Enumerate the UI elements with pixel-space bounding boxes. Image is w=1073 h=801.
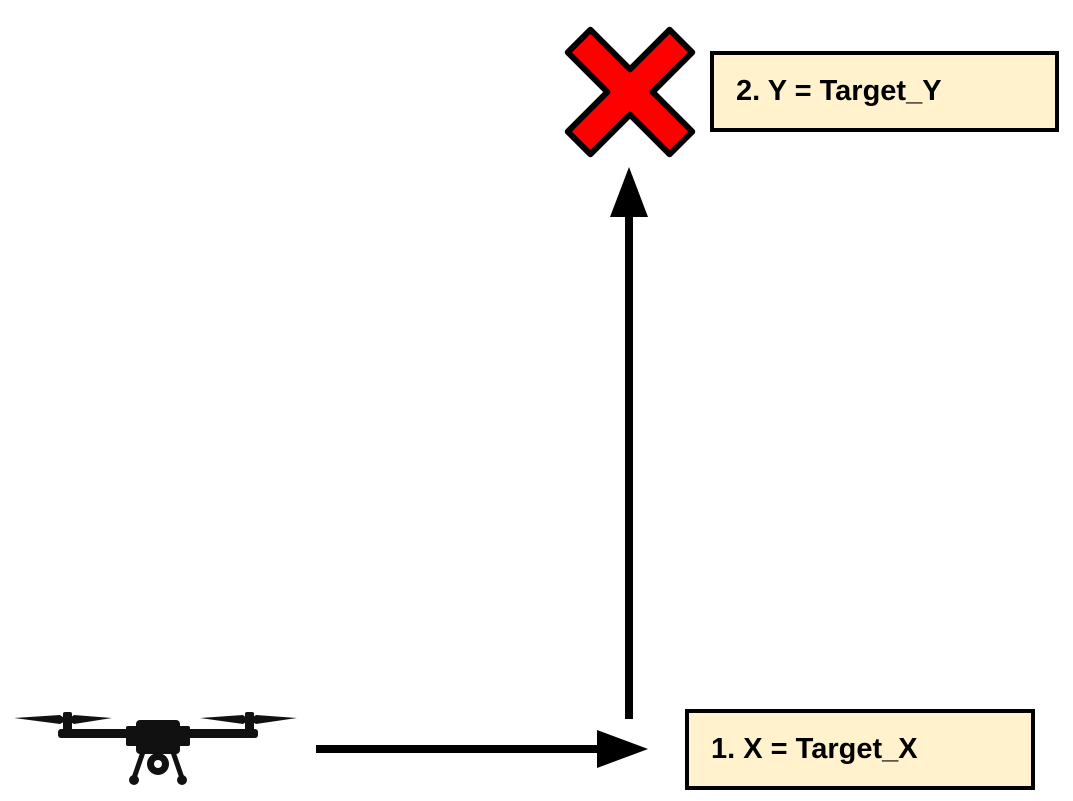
x-mark-icon	[564, 26, 696, 158]
step-1-label: 1. X = Target_X	[711, 733, 918, 765]
arrow-x-head	[597, 730, 648, 768]
step-1-label-box: 1. X = Target_X	[685, 709, 1035, 790]
step-2-label: 2. Y = Target_Y	[736, 75, 942, 107]
x-mark-shape	[564, 26, 696, 158]
drone-icon	[14, 712, 297, 785]
arrow-to-target-x	[316, 730, 648, 768]
arrow-y-head	[610, 167, 648, 217]
arrow-to-target-y	[610, 167, 648, 719]
step-2-label-box: 2. Y = Target_Y	[710, 51, 1059, 132]
